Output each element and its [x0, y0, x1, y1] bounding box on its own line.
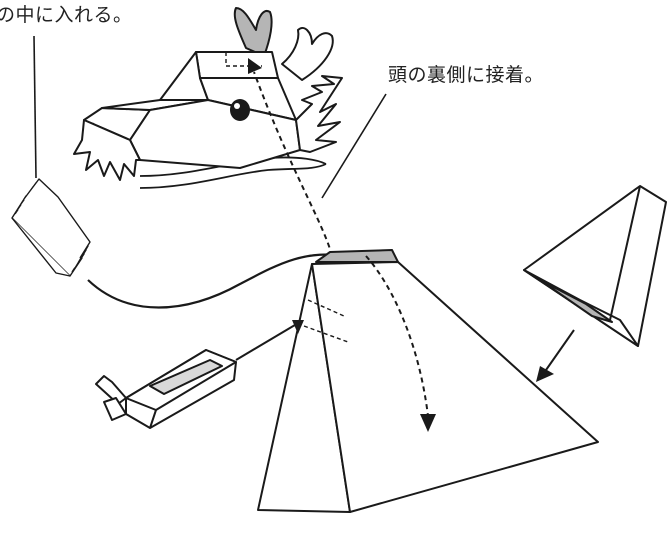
left-caption: の中に入れる。: [0, 4, 133, 26]
dragon-body-curve: [87, 253, 351, 309]
right-caption: 頭の裏側に接着。: [388, 64, 545, 86]
left-caption-leader-line: [33, 35, 37, 179]
dragon-head: [73, 7, 343, 181]
dragon-mane: [295, 75, 343, 153]
folded-paper-stack: [11, 178, 91, 277]
arrowhead-up: [248, 58, 262, 74]
dragon-eye: [230, 99, 250, 121]
left-horn: [233, 7, 273, 57]
arrowhead-down: [420, 414, 436, 432]
pyramid-tower: [257, 249, 599, 513]
cone-piece: [523, 185, 667, 347]
right-horn: [281, 26, 334, 81]
folded-tray: [95, 349, 237, 429]
tray-arrow: [235, 321, 301, 361]
tower-top-face: [315, 249, 399, 263]
cone-arrow: [545, 329, 575, 371]
attach-arrow-up: [253, 71, 333, 257]
right-caption-leader-line: [321, 93, 387, 199]
dragon-beard: [73, 119, 141, 181]
